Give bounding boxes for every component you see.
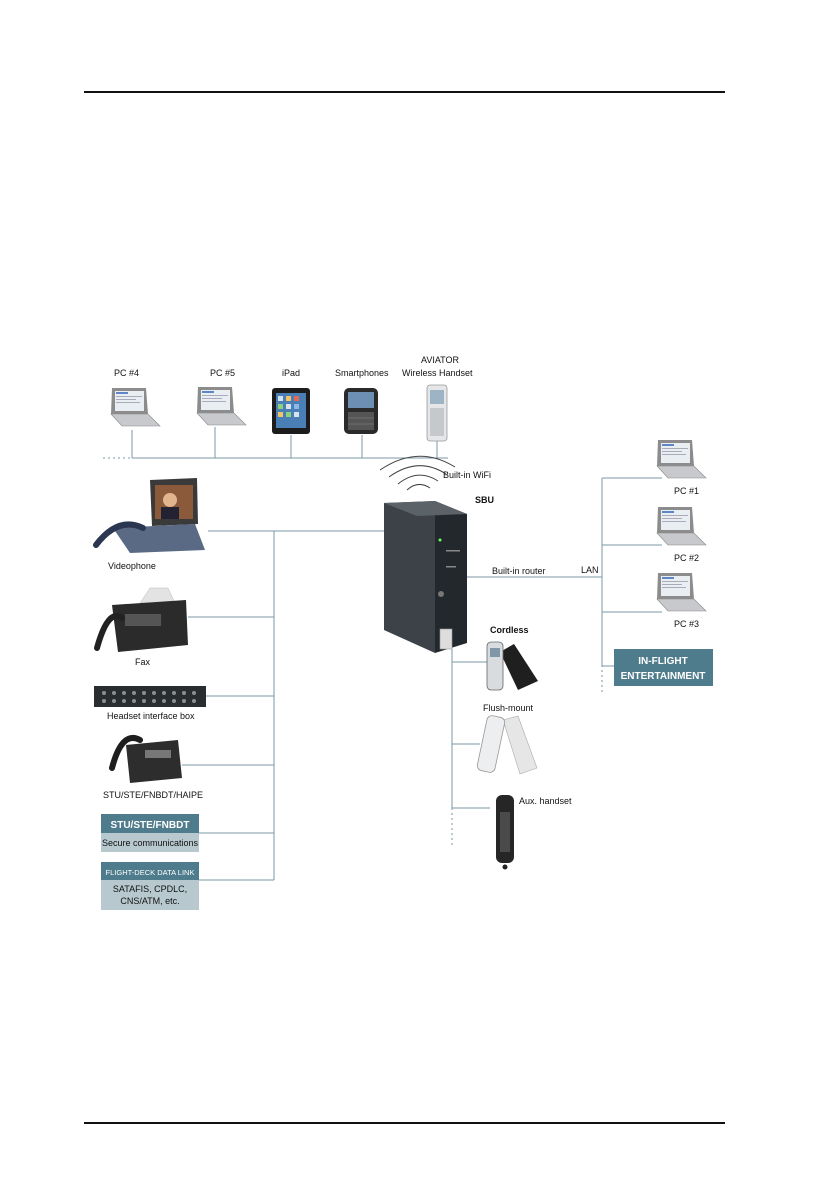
ife-label-line2: ENTERTAINMENT [621,671,706,682]
pc4-laptop: PC #4 [110,368,161,427]
fax-label: Fax [135,657,151,667]
ife-box: IN-FLIGHT ENTERTAINMENT [614,649,713,686]
desk-phone-icon [126,740,182,783]
left-wired-bus [182,530,384,881]
ipad-device: iPad [272,368,310,434]
wifi-signal-icon: Built-in WiFi [379,455,491,491]
pc1-label: PC #1 [674,486,699,496]
laptop-icon [656,572,707,612]
pc5-laptop: PC #5 [196,368,247,426]
pc5-label: PC #5 [210,368,235,378]
sbu-port [439,628,453,650]
videophone-label: Videophone [108,561,156,571]
flush-handset-icon [476,715,506,773]
lan-bus [601,477,662,692]
flush-mount-label: Flush-mount [483,703,534,713]
laptop-icon [656,506,707,546]
router-label: Built-in router [492,566,546,576]
laptop-icon [110,387,161,427]
interface-box-icon [94,686,206,707]
smartphones-label: Smartphones [335,368,389,378]
pc3-laptop: PC #3 [656,572,707,629]
headset-box-label: Headset interface box [107,711,195,721]
sbu-label: SBU [475,495,494,505]
laptop-icon [656,439,707,479]
aux-handset-label: Aux. handset [519,796,572,806]
wifi-label: Built-in WiFi [443,470,491,480]
fdl-title: FLIGHT-DECK DATA LINK [106,868,195,877]
aviator-handset: AVIATOR Wireless Handset [402,355,473,442]
smartphones-device: Smartphones [335,368,389,434]
cordless-label: Cordless [490,625,529,635]
fax-device: Fax [94,587,188,667]
handset-bus [451,649,490,845]
stu-box-subtitle: Secure communications [102,838,199,848]
aviator-label-line1: AVIATOR [421,355,460,365]
header-rule [84,91,725,93]
ipad-label: iPad [282,368,300,378]
stu-phone-label: STU/STE/FNBDT/HAIPE [103,790,203,800]
lan-label: LAN [581,565,599,575]
pc4-label: PC #4 [114,368,139,378]
footer-rule [84,1122,725,1124]
headset-interface-box: Headset interface box [94,686,206,721]
cordless-handset: Cordless [486,625,538,691]
laptop-icon [196,386,247,426]
ife-label-line1: IN-FLIGHT [638,656,687,667]
fdl-line1: SATAFIS, CPDLC, [113,884,187,894]
stu-phone-device: STU/STE/FNBDT/HAIPE [103,735,203,800]
aux-handset: Aux. handset [496,795,572,870]
fdl-line2: CNS/ATM, etc. [120,896,179,906]
aviator-label-line2: Wireless Handset [402,368,473,378]
pc3-label: PC #3 [674,619,699,629]
cordless-base-icon [500,644,538,690]
pc2-label: PC #2 [674,553,699,563]
pc1-laptop: PC #1 [656,439,707,496]
top-wireless-bus [103,427,448,459]
sbu-unit [384,501,467,653]
videophone-device: Videophone [93,478,205,571]
pc2-laptop: PC #2 [656,506,707,563]
stu-secure-box: STU/STE/FNBDT Secure communications [101,814,199,852]
stu-box-title: STU/STE/FNBDT [111,820,190,831]
flight-deck-datalink-box: FLIGHT-DECK DATA LINK SATAFIS, CPDLC, CN… [101,862,199,910]
flush-mount-handset: Flush-mount [476,703,538,775]
